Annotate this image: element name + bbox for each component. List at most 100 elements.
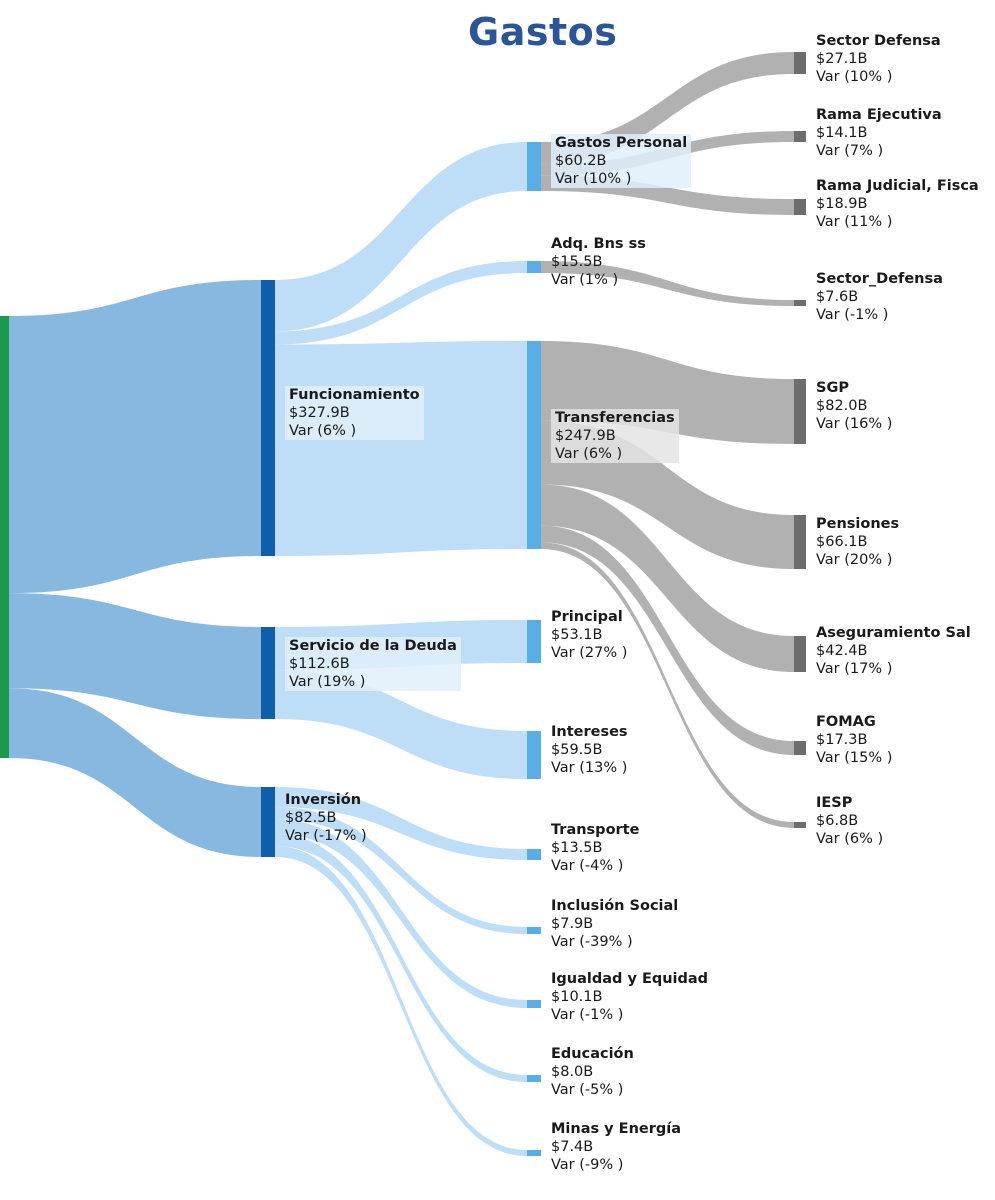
node-name: Inclusión Social: [551, 898, 679, 914]
chart-title: Gastos: [468, 10, 618, 54]
node-name: Principal: [551, 609, 623, 625]
node-name: Intereses: [551, 724, 628, 740]
sankey-nodes: [0, 52, 806, 1156]
flow-deuda-to-intereses: [275, 670, 527, 779]
node-label-aseguramiento: Aseguramiento Sal $42.4B Var (17% ): [816, 624, 971, 678]
node-name: Aseguramiento Sal: [816, 625, 971, 641]
node-variation: Var (7% ): [816, 143, 884, 159]
node-name: Gastos Personal: [555, 135, 688, 151]
node-bar-intereses: [527, 731, 541, 779]
node-value: $59.5B: [551, 742, 603, 758]
node-bar-inversion: [261, 787, 275, 857]
node-bar-sector_defensa_2: [794, 300, 806, 306]
node-name: Adq. Bns ss: [551, 236, 646, 252]
node-variation: Var (6% ): [555, 446, 623, 462]
node-variation: Var (13% ): [551, 760, 628, 776]
node-variation: Var (-5% ): [551, 1082, 624, 1098]
flow-inversion-to-transporte: [275, 787, 527, 860]
node-value: $7.6B: [816, 289, 859, 305]
node-value: $42.4B: [816, 643, 868, 659]
node-value: $66.1B: [816, 534, 868, 550]
node-variation: Var (-39% ): [551, 934, 633, 950]
node-label-funcionamiento: Funcionamiento $327.9B Var (6% ): [285, 386, 424, 440]
node-value: $53.1B: [551, 627, 603, 643]
node-variation: Var (20% ): [816, 552, 893, 568]
node-bar-minas: [527, 1150, 541, 1156]
node-name: Minas y Energía: [551, 1121, 682, 1137]
node-label-sector_defensa: Sector Defensa $27.1B Var (10% ): [816, 32, 941, 86]
node-bar-aseguramiento: [794, 636, 806, 672]
node-label-inclusion: Inclusión Social $7.9B Var (-39% ): [551, 897, 678, 951]
node-variation: Var (6% ): [816, 831, 884, 847]
node-value: $14.1B: [816, 125, 868, 141]
flow-inversion-to-inclusion: [275, 807, 527, 934]
node-variation: Var (-9% ): [551, 1157, 624, 1173]
node-name: Sector_Defensa: [816, 271, 943, 287]
node-value: $7.4B: [551, 1139, 594, 1155]
flow-funcionamiento-to-transferencias: [275, 341, 527, 556]
node-label-deuda: Servicio de la Deuda $112.6B Var (19% ): [285, 637, 461, 691]
flow-root-to-inversion: [9, 688, 261, 857]
node-name: Transferencias: [555, 410, 675, 426]
node-value: $82.0B: [816, 398, 868, 414]
node-name: Sector Defensa: [816, 33, 941, 49]
flow-root-to-funcionamiento: [9, 280, 261, 594]
node-name: Rama Ejecutiva: [816, 107, 942, 123]
node-bar-root: [0, 316, 9, 758]
node-variation: Var (19% ): [289, 674, 366, 690]
node-label-sgp: SGP $82.0B Var (16% ): [816, 379, 892, 433]
node-bar-deuda: [261, 627, 275, 719]
node-name: Igualdad y Equidad: [551, 971, 709, 987]
node-variation: Var (-17% ): [285, 828, 367, 844]
node-bar-igualdad: [527, 1000, 541, 1008]
node-value: $13.5B: [551, 840, 603, 856]
node-name: Rama Judicial, Fisca: [816, 178, 979, 194]
node-value: $6.8B: [816, 813, 859, 829]
node-variation: Var (10% ): [816, 69, 893, 85]
node-bar-sgp: [794, 379, 806, 444]
node-bar-rama_judicial: [794, 199, 806, 215]
node-bar-iesp: [794, 822, 806, 828]
node-label-minas: Minas y Energía $7.4B Var (-9% ): [551, 1120, 681, 1174]
flow-funcionamiento-to-gastos_personal: [275, 142, 527, 332]
node-variation: Var (15% ): [816, 750, 893, 766]
node-variation: Var (-4% ): [551, 858, 624, 874]
node-value: $60.2B: [555, 153, 607, 169]
node-variation: Var (16% ): [816, 416, 893, 432]
node-name: SGP: [816, 380, 849, 396]
node-value: $27.1B: [816, 51, 868, 67]
node-variation: Var (27% ): [551, 645, 628, 661]
flow-root-to-deuda: [9, 593, 261, 719]
node-name: Inversión: [285, 792, 362, 808]
node-name: Transporte: [551, 822, 640, 838]
node-name: Servicio de la Deuda: [289, 638, 457, 654]
flow-inversion-to-educacion: [275, 834, 527, 1082]
node-bar-principal: [527, 620, 541, 663]
node-bar-gastos_personal: [527, 142, 541, 191]
node-value: $15.5B: [551, 254, 603, 270]
node-value: $112.6B: [289, 656, 350, 672]
flow-transferencias-to-aseguramiento: [541, 484, 794, 672]
flow-transferencias-to-iesp: [541, 542, 794, 828]
node-label-intereses: Intereses $59.5B Var (13% ): [551, 723, 628, 777]
node-variation: Var (17% ): [816, 661, 893, 677]
node-label-principal: Principal $53.1B Var (27% ): [551, 608, 627, 662]
node-name: Funcionamiento: [289, 387, 420, 403]
node-bar-pensiones: [794, 515, 806, 569]
node-variation: Var (6% ): [289, 423, 357, 439]
node-value: $327.9B: [289, 405, 350, 421]
node-label-rama_ejecutiva: Rama Ejecutiva $14.1B Var (7% ): [816, 106, 942, 160]
node-variation: Var (11% ): [816, 214, 893, 230]
node-label-transporte: Transporte $13.5B Var (-4% ): [551, 821, 639, 875]
flow-funcionamiento-to-adq_bns: [275, 261, 527, 345]
node-value: $8.0B: [551, 1064, 594, 1080]
node-value: $7.9B: [551, 916, 594, 932]
